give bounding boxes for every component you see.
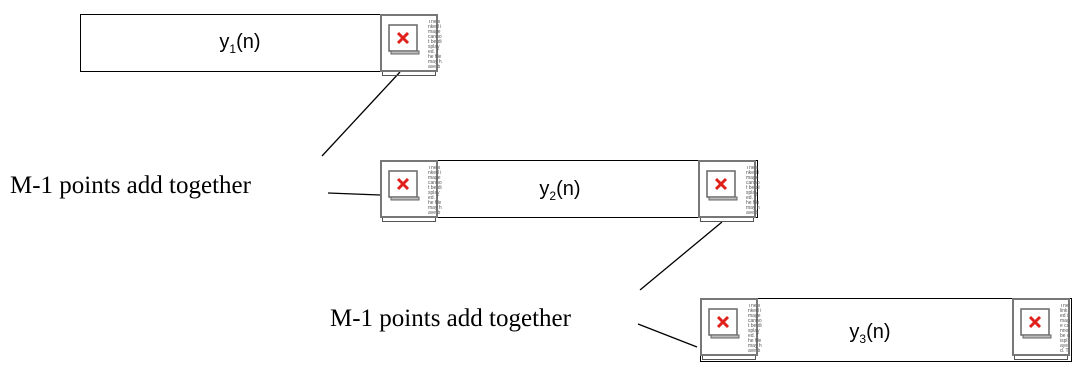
broken-image-icon <box>706 170 738 201</box>
segment-box-y2 <box>380 160 758 218</box>
broken-image-text: The linked image cannot be displayed. Th… <box>428 20 442 68</box>
broken-image-icon <box>1020 308 1052 339</box>
broken-image-icon <box>388 170 420 201</box>
segment-label-y2: y2(n) <box>539 178 581 203</box>
broken-image-placeholder: The linked image cannot be displayed. Th… <box>700 298 762 360</box>
broken-image-placeholder: The linked image cannot be displayed. Th… <box>380 160 442 222</box>
broken-image-icon <box>388 24 420 55</box>
broken-image-text: The linked image cannot be displayed. Th… <box>748 304 762 352</box>
segment-label-y1: y1(n) <box>219 31 261 56</box>
connector-line <box>639 221 723 291</box>
segment-label-y3: y3(n) <box>849 321 891 346</box>
connector-line <box>637 323 698 348</box>
broken-image-icon <box>708 308 740 339</box>
segment-box-y3 <box>700 298 1072 362</box>
broken-image-placeholder: The linked image cannot be displayed. Th… <box>380 14 442 76</box>
broken-image-text: The linked image cannot be displayed. Th… <box>746 166 760 214</box>
overlap-label-1: M-1 points add together <box>10 172 251 199</box>
segment-box-y1 <box>80 14 438 72</box>
connector-line <box>327 192 381 196</box>
overlap-label-2: M-1 points add together <box>330 305 571 332</box>
broken-image-text: The linked image cannot be displayed. Th… <box>428 166 442 214</box>
broken-image-placeholder: The linked image cannot be displayed. Th… <box>698 160 760 222</box>
connector-line <box>321 71 401 157</box>
broken-image-text: The linked image cannot be displayed. Th… <box>1060 304 1070 352</box>
broken-image-placeholder: The linked image cannot be displayed. Th… <box>1012 298 1070 360</box>
